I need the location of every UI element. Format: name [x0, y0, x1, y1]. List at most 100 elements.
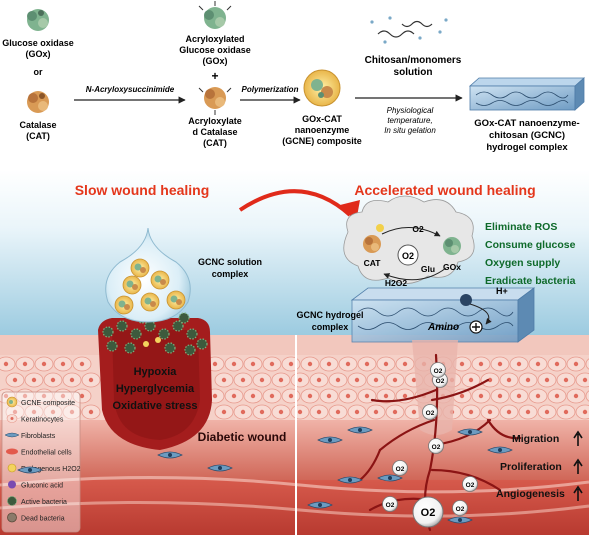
legend-label: GCNE composite	[21, 400, 75, 407]
cell-nucleus	[231, 393, 237, 399]
up-arrow-icon	[573, 430, 583, 446]
cell-nucleus	[354, 409, 360, 415]
cloud-glu-label: Glu	[421, 264, 435, 274]
o2-bubble-label: O2	[386, 502, 395, 509]
cell-nucleus	[516, 393, 522, 399]
cloud-gox-label: GOx	[443, 262, 461, 272]
gcne-composite-icon	[6, 396, 18, 408]
keratinocyte-cell	[575, 404, 589, 420]
outcome-angiogenesis: Angiogenesis	[496, 488, 565, 500]
gox-core	[134, 263, 142, 271]
gcnc-line2: chitosan (GCNC)	[489, 130, 565, 141]
cell-nucleus	[269, 393, 275, 399]
cell-nucleus	[3, 393, 9, 399]
keratinocyte-icon	[6, 414, 18, 423]
synthesis-scheme: Glucose oxidase (GOx) or Catalase (CAT) …	[2, 1, 586, 153]
keratinocyte-cell	[585, 390, 589, 402]
blood-vessel	[370, 388, 438, 403]
acr-gox-line3: (GOx)	[202, 56, 227, 66]
cell-nucleus	[497, 361, 503, 367]
o2-bubble-icon	[422, 404, 438, 420]
gcne-line1: GOx-CAT	[302, 114, 342, 124]
cell-nucleus	[497, 393, 503, 399]
cell-nucleus	[554, 361, 560, 367]
cell-nucleus	[22, 361, 28, 367]
chitosan-solution-icon	[370, 16, 448, 44]
cell-nucleus	[364, 393, 370, 399]
large-o2-label: O2	[421, 507, 436, 519]
outcome-migration: Migration	[512, 433, 559, 445]
cell-nucleus	[307, 393, 313, 399]
o2-bubble-icon	[452, 500, 468, 516]
cell-nucleus	[573, 361, 579, 367]
cell-nucleus	[354, 377, 360, 383]
active-bacteria-icon	[106, 340, 118, 352]
cell-nucleus	[22, 393, 28, 399]
arrow-h2o2-flow	[383, 267, 447, 281]
dead-bacteria-icon	[7, 512, 17, 523]
cell-nucleus	[516, 361, 522, 367]
amino-label: Amino	[427, 322, 459, 333]
cat-core	[124, 304, 130, 310]
acr-cat-line3: (CAT)	[203, 138, 227, 148]
active-bacteria-icon	[178, 312, 190, 324]
cell-nucleus	[240, 409, 246, 415]
active-bacteria-icon	[144, 320, 156, 332]
gox-core	[126, 280, 134, 288]
gox-enzyme-icon	[443, 237, 461, 255]
cell-nucleus	[69, 377, 75, 383]
gox-molecule-icon	[27, 9, 49, 31]
active-bacteria-icon	[196, 338, 208, 350]
condition-hyperglycemia: Hyperglycemia	[116, 383, 195, 395]
cell-nucleus	[335, 409, 341, 415]
cell-nucleus	[478, 361, 484, 367]
o2-bubble-label: O2	[466, 482, 475, 489]
cell-nucleus	[345, 361, 351, 367]
cell-nucleus	[535, 393, 541, 399]
cloud-o2-top-label: O2	[412, 224, 424, 234]
cell-nucleus	[307, 361, 313, 367]
cell-nucleus	[288, 361, 294, 367]
cell-nucleus	[250, 361, 256, 367]
active-bacteria-icon	[172, 320, 184, 332]
cell-nucleus	[69, 409, 75, 415]
cell-nucleus	[402, 393, 408, 399]
cell-nucleus	[221, 409, 227, 415]
fibroblast-icon	[4, 432, 20, 438]
hydrogel-label-line2: complex	[312, 322, 349, 332]
outcome-list: Migration Proliferation Angiogenesis	[496, 430, 583, 501]
benefit-consume-glucose: Consume glucose	[485, 239, 576, 251]
active-bacteria-icon	[102, 326, 114, 338]
chitosan-line2: solution	[394, 67, 433, 78]
cell-nucleus	[269, 361, 275, 367]
cell-nucleus	[240, 377, 246, 383]
cell-nucleus	[41, 393, 47, 399]
step3-line2: temperature,	[387, 116, 432, 125]
cell-nucleus	[316, 409, 322, 415]
active-bacteria-icon	[116, 320, 128, 332]
cell-nucleus	[364, 361, 370, 367]
o2-bubble-icon	[428, 438, 444, 454]
legend-panel: GCNE compositeKeratinocytesFibroblastsEn…	[1, 391, 81, 533]
cloud-o2-bubble	[397, 244, 419, 266]
legend-label: Dead bacteria	[21, 516, 65, 523]
cell-nucleus	[212, 393, 218, 399]
active-bacteria-icon	[7, 496, 17, 506]
cell-nucleus	[3, 361, 9, 367]
blood-vessel	[358, 448, 382, 482]
arrow-o2-flow	[381, 227, 441, 237]
cell-nucleus	[468, 409, 474, 415]
fibroblast-cells	[17, 426, 513, 524]
cell-nucleus	[259, 409, 265, 415]
cell-nucleus	[544, 409, 550, 415]
cell-nucleus	[31, 377, 37, 383]
cell-nucleus	[231, 361, 237, 367]
cell-nucleus	[41, 361, 47, 367]
gcnc-line3: hydrogel complex	[486, 142, 568, 153]
active-bacteria-icon	[124, 342, 136, 354]
cloud-o2-center-label: O2	[402, 251, 414, 261]
cell-nucleus	[88, 409, 94, 415]
